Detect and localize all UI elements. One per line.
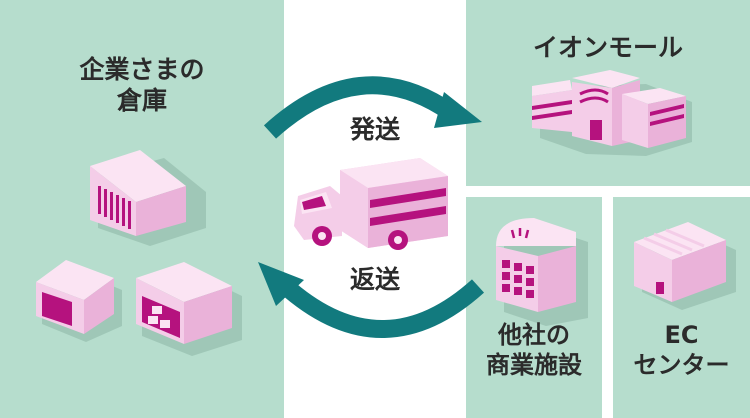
other-commercial-label: 他社の 商業施設 [486, 321, 582, 379]
aeon-mall-label: イオンモール [532, 33, 683, 62]
company-warehouse-label: 企業さまの 倉庫 [79, 55, 205, 116]
ec-center-building-icon [634, 222, 736, 310]
return-arrow [258, 262, 485, 338]
shopping-mall-icon [532, 70, 692, 156]
commercial-building-icon [496, 218, 588, 326]
small-warehouse-icon [36, 260, 122, 342]
delivery-truck-icon [294, 158, 448, 250]
send-arrow [263, 76, 482, 139]
ec-center-label: EC センター [633, 321, 730, 379]
storage-warehouse-icon [136, 262, 242, 356]
return-label: 返送 [349, 265, 400, 294]
send-label: 発送 [349, 115, 400, 144]
warehouse-building-icon [90, 150, 206, 246]
